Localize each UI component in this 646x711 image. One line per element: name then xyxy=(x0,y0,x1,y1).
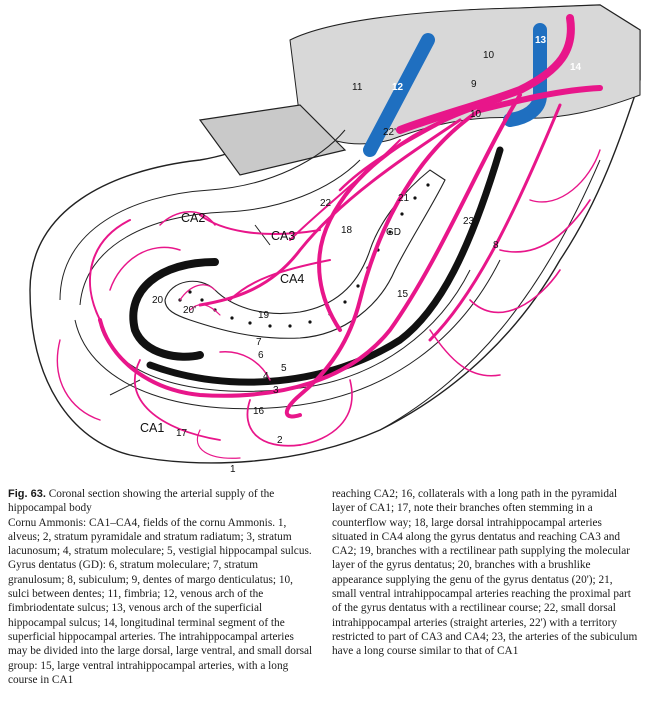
artery-network xyxy=(56,14,603,459)
label-3: 3 xyxy=(273,385,279,396)
caption-text-left: Cornu Ammonis: CA1–CA4, fields of the co… xyxy=(8,516,313,686)
gyrus-dentatus-band xyxy=(164,169,446,339)
label-15: 15 xyxy=(397,289,409,300)
alveus-line xyxy=(59,129,346,301)
label-ca1: CA1 xyxy=(140,421,164,435)
label-12: 12 xyxy=(392,82,404,93)
label-1: 1 xyxy=(230,464,236,475)
figure-number: Fig. 63. xyxy=(8,488,46,500)
vein-12 xyxy=(363,33,435,157)
section-outline xyxy=(29,4,641,464)
figure-title: Coronal section showing the arterial sup… xyxy=(8,488,275,515)
label-8: 8 xyxy=(493,240,499,251)
fimbria-block xyxy=(198,104,347,176)
figure-caption: Fig. 63. Coronal section showing the art… xyxy=(8,487,638,707)
label-5: 5 xyxy=(281,363,287,374)
label-gd: GD xyxy=(386,227,401,238)
label-20-prime: 20' xyxy=(183,305,196,316)
hippocampal-sulcus-black xyxy=(146,146,504,386)
caption-column-left: Fig. 63. Coronal section showing the art… xyxy=(8,487,314,707)
label-16: 16 xyxy=(253,406,265,417)
label-17: 17 xyxy=(176,428,188,439)
diagram-labels: 1 2 3 4 5 6 7 8 9 10 10 11 12 13 14 15 1… xyxy=(140,35,582,475)
label-11: 11 xyxy=(352,82,363,93)
upper-shaded-region xyxy=(289,4,641,145)
label-6: 6 xyxy=(258,350,264,361)
label-22-prime: 22' xyxy=(383,127,396,138)
label-19: 19 xyxy=(258,310,270,321)
dentate-black xyxy=(129,258,219,361)
label-2: 2 xyxy=(277,435,283,446)
label-10-lower: 10 xyxy=(470,109,482,120)
label-22: 22 xyxy=(320,198,332,209)
label-10: 10 xyxy=(483,50,495,61)
label-20: 20 xyxy=(152,295,164,306)
stratum-line-2 xyxy=(74,259,501,410)
label-14: 14 xyxy=(570,62,582,73)
label-7: 7 xyxy=(256,337,262,348)
label-ca2: CA2 xyxy=(181,211,205,225)
stratum-line-1 xyxy=(79,159,361,306)
subiculum-line xyxy=(379,159,601,431)
label-ca3: CA3 xyxy=(271,229,295,243)
label-23: 23 xyxy=(463,216,475,227)
label-13: 13 xyxy=(535,35,547,46)
ca-divider-1 xyxy=(254,224,271,246)
figure-illustration: 1 2 3 4 5 6 7 8 9 10 10 11 12 13 14 15 1… xyxy=(29,4,641,475)
label-ca4: CA4 xyxy=(280,272,304,286)
label-18: 18 xyxy=(341,225,353,236)
hippocampus-diagram: 1 2 3 4 5 6 7 8 9 10 10 11 12 13 14 15 1… xyxy=(29,4,641,475)
label-4: 4 xyxy=(263,371,269,382)
label-21: 21 xyxy=(398,193,410,204)
caption-column-right: reaching CA2; 16, collaterals with a lon… xyxy=(332,487,638,707)
caption-text-right: reaching CA2; 16, collaterals with a lon… xyxy=(332,488,638,658)
label-9: 9 xyxy=(471,79,477,90)
